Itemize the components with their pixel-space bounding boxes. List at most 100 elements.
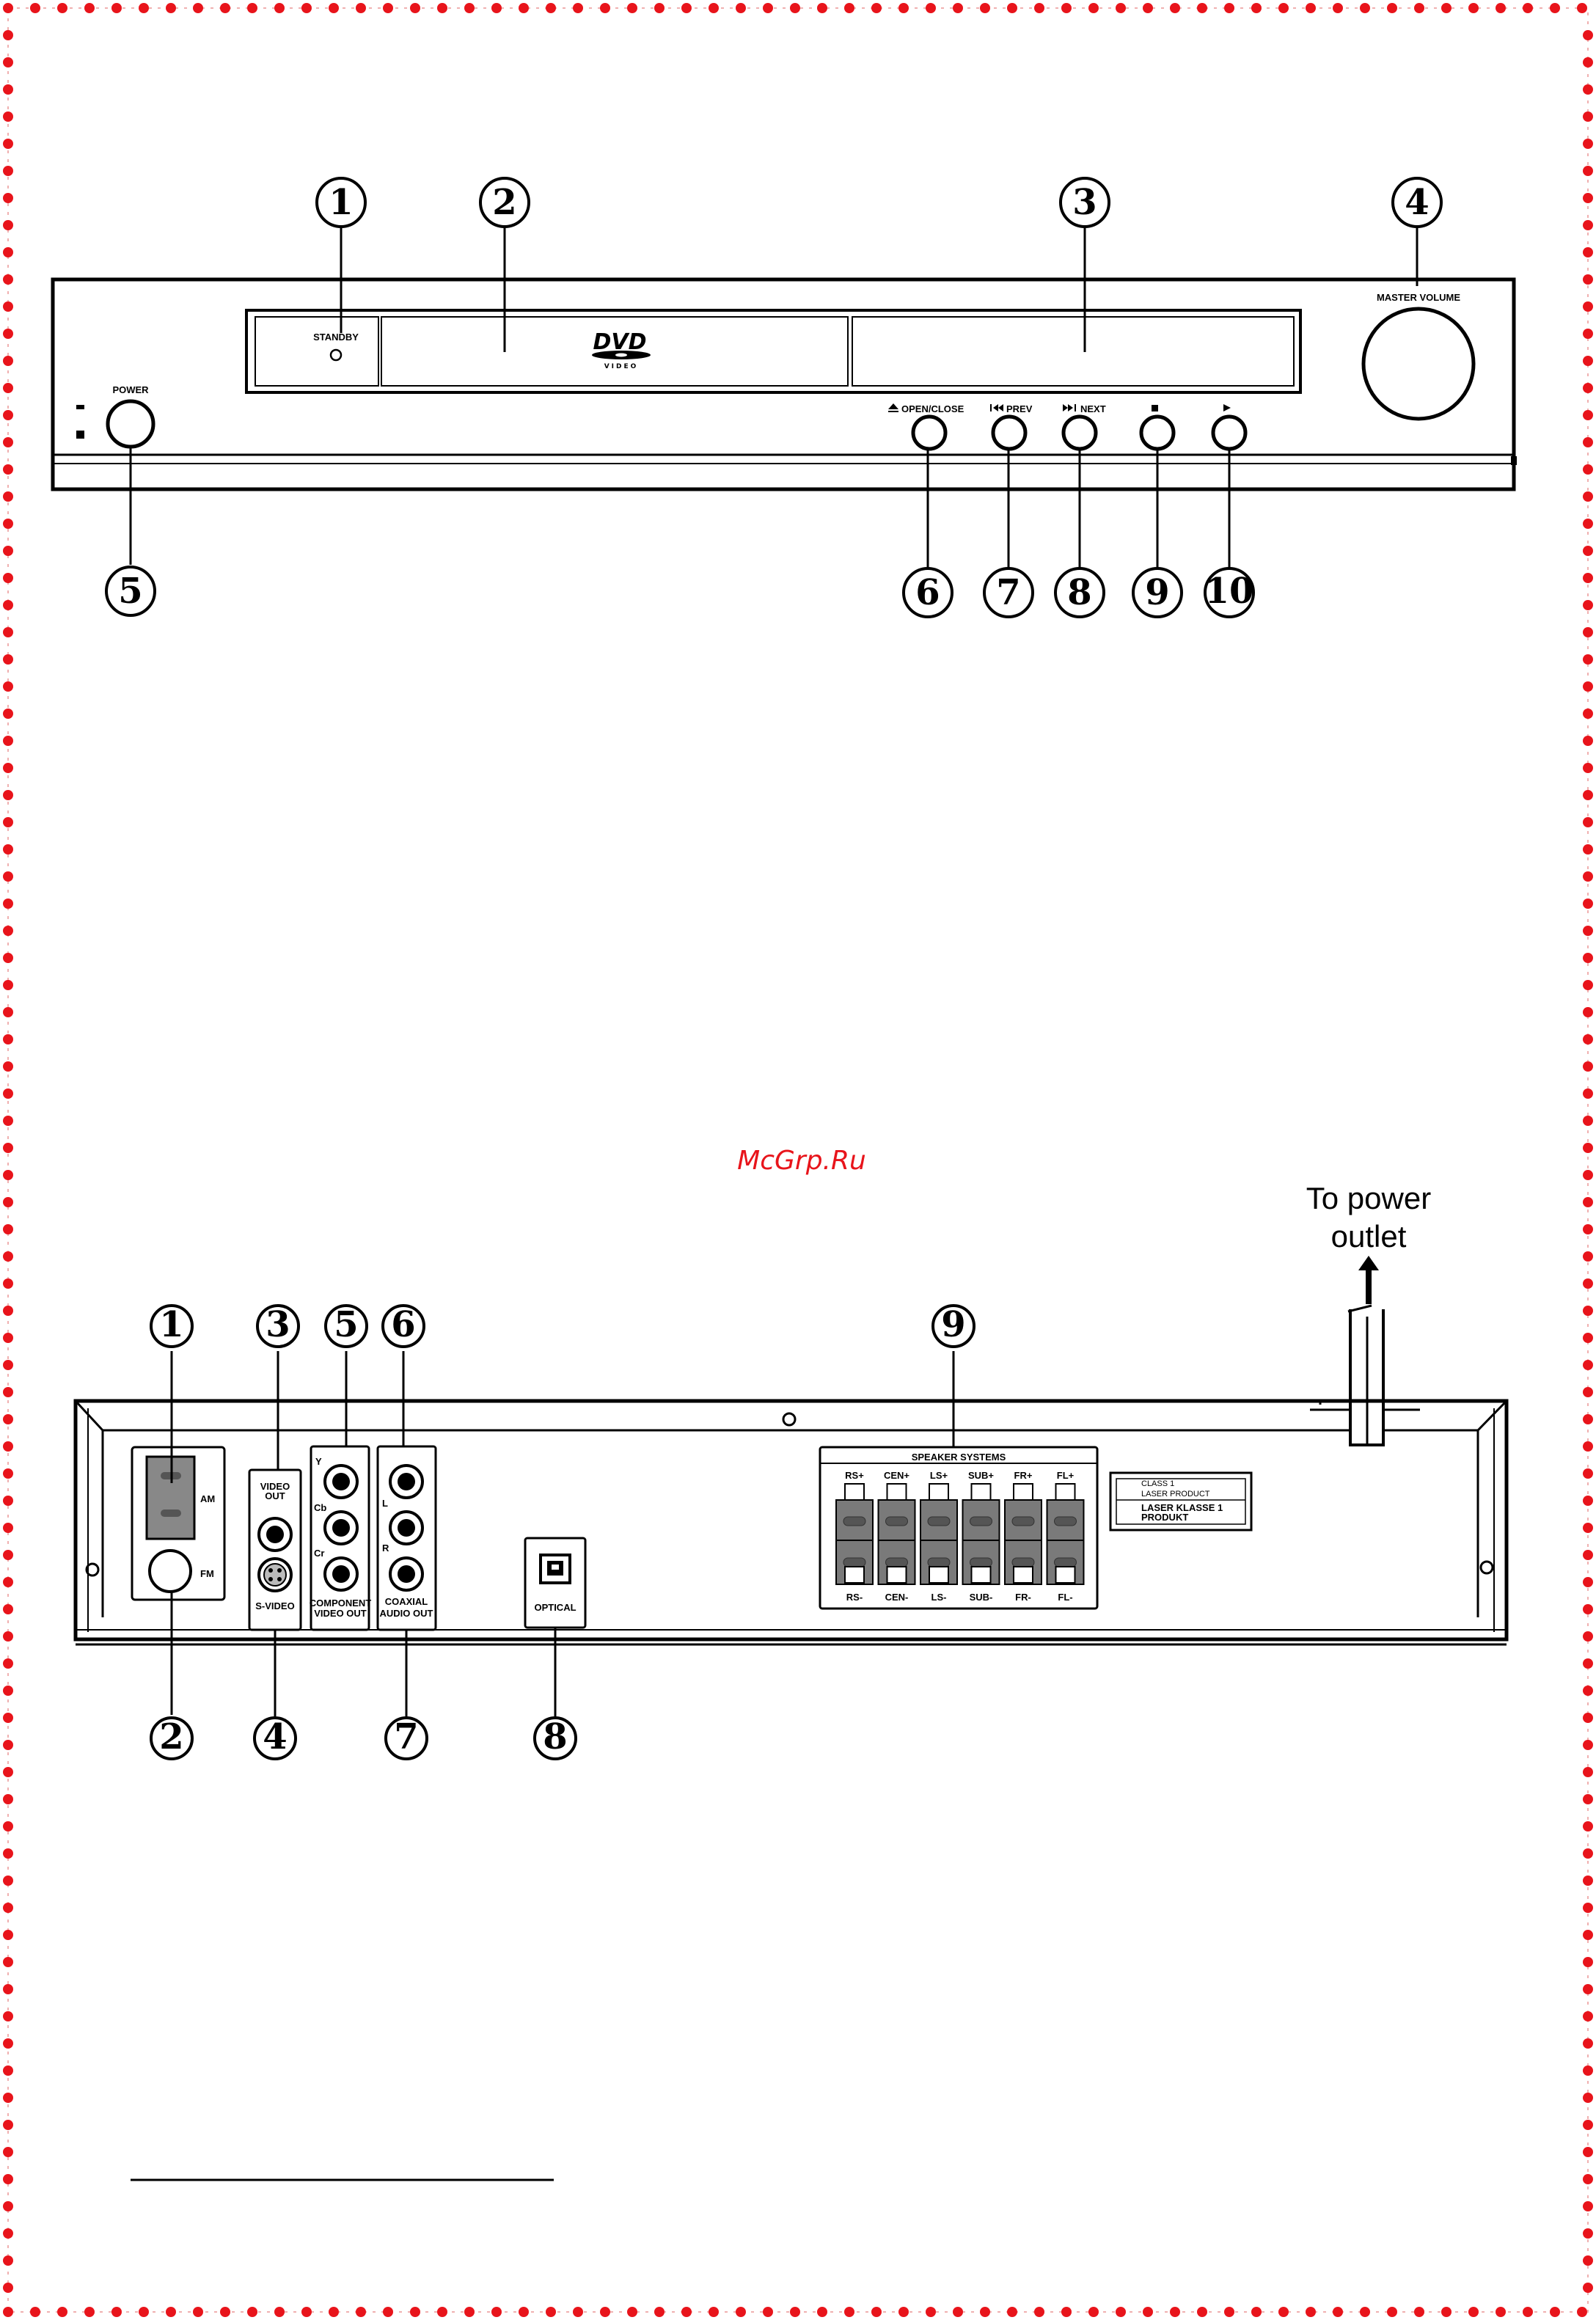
border-dot (1583, 247, 1593, 257)
border-dot (1583, 274, 1593, 285)
border-dot (790, 3, 800, 13)
svg-text:2: 2 (159, 1716, 183, 1757)
svg-text:7: 7 (996, 572, 1020, 613)
speaker-clip-minus[interactable] (929, 1566, 949, 1584)
border-dot (1251, 3, 1262, 13)
stop-button[interactable] (1139, 414, 1176, 451)
component-y-jack[interactable] (323, 1464, 359, 1499)
power-button[interactable] (106, 399, 155, 449)
border-dot (3, 1821, 13, 1832)
border-dot (3, 1794, 13, 1804)
border-dot (1583, 573, 1593, 583)
border-dot (3, 2201, 13, 2211)
coaxial-jack[interactable] (389, 1464, 424, 1499)
border-dot (3, 410, 13, 420)
open-close-button[interactable] (911, 414, 948, 451)
audio-r-label: R (382, 1543, 389, 1554)
front-callout-5: 5 (105, 566, 156, 617)
border-dot (3, 1278, 13, 1289)
speaker-clip-minus[interactable] (1055, 1566, 1076, 1584)
speaker-clip-minus[interactable] (1013, 1566, 1033, 1584)
border-dot (953, 3, 963, 13)
border-dot (1583, 1387, 1593, 1397)
border-dot (139, 3, 149, 13)
audio-l-jack[interactable] (389, 1510, 424, 1545)
svg-text:1: 1 (159, 1304, 183, 1345)
border-dot (3, 926, 13, 936)
border-dot (1583, 2201, 1593, 2211)
border-dot (3, 491, 13, 502)
next-button[interactable] (1061, 414, 1098, 451)
component-cr-jack[interactable] (323, 1556, 359, 1592)
power-off-indicator-icon (76, 431, 84, 439)
border-dot (1583, 111, 1593, 122)
front-callouts: 1 2 3 4 5 6 7 8 9 10 (105, 177, 1443, 618)
border-dot (57, 2307, 67, 2317)
speaker-clip-minus[interactable] (886, 1566, 907, 1584)
prev-button[interactable] (991, 414, 1028, 451)
border-dot (1523, 2307, 1533, 2317)
fm-antenna-jack[interactable] (148, 1549, 192, 1593)
svg-text:8: 8 (1067, 572, 1091, 613)
border-dot (3, 193, 13, 203)
border-dot (1577, 3, 1587, 13)
audio-r-jack[interactable] (389, 1556, 424, 1592)
border-dot (1583, 1631, 1593, 1642)
border-dot (1583, 1170, 1593, 1180)
border-dot (1583, 980, 1593, 990)
speaker-clip-plus[interactable] (970, 1483, 992, 1501)
speaker-terminal-minus-label: CEN- (885, 1592, 909, 1603)
border-dot (1583, 681, 1593, 692)
speaker-terminal-plus-label: RS+ (845, 1470, 864, 1481)
border-dot (1170, 2307, 1180, 2317)
border-dot (3, 139, 13, 149)
border-dot (356, 3, 366, 13)
border-dot (1583, 57, 1593, 67)
video-out-jack[interactable] (257, 1517, 293, 1552)
speaker-clip-plus[interactable] (886, 1483, 907, 1501)
speaker-terminal-plus-label: FR+ (1014, 1470, 1033, 1481)
speaker-clip-plus[interactable] (844, 1483, 865, 1501)
border-dot (3, 166, 13, 176)
border-dot (1414, 2307, 1424, 2317)
border-dot (1116, 3, 1126, 13)
speaker-clip-minus[interactable] (970, 1566, 992, 1584)
border-dot (3, 790, 13, 800)
border-dot (3, 1170, 13, 1180)
standby-led (329, 348, 343, 362)
svg-text:5: 5 (334, 1304, 358, 1345)
s-video-jack[interactable] (257, 1557, 293, 1592)
svg-text:10: 10 (1205, 571, 1254, 612)
optical-jack[interactable] (539, 1554, 571, 1584)
border-dot (871, 2307, 882, 2317)
border-dot (980, 3, 990, 13)
border-dot (3, 1577, 13, 1587)
disc-tray (381, 316, 849, 387)
master-volume-knob[interactable] (1361, 307, 1476, 421)
border-dot (736, 2307, 746, 2317)
border-dot (709, 3, 719, 13)
play-icon (1223, 404, 1231, 411)
front-callout-8: 8 (1054, 567, 1105, 618)
play-button[interactable] (1211, 414, 1248, 451)
border-dot (1583, 301, 1593, 312)
border-dot (3, 3, 13, 13)
border-dot (1360, 2307, 1370, 2317)
border-dot (356, 2307, 366, 2317)
border-dot (1550, 3, 1560, 13)
border-dot (3, 1550, 13, 1560)
speaker-terminal-minus-label: SUB- (970, 1592, 993, 1603)
border-dot (546, 3, 556, 13)
speaker-clip-plus[interactable] (929, 1483, 949, 1501)
border-dot (953, 2307, 963, 2317)
border-dot (437, 3, 447, 13)
speaker-clip-plus[interactable] (1013, 1483, 1033, 1501)
eject-icon (888, 403, 898, 412)
component-cb-jack[interactable] (323, 1510, 359, 1545)
speaker-clip-minus[interactable] (844, 1566, 865, 1584)
border-dot (3, 899, 13, 909)
border-dot (1143, 3, 1153, 13)
front-callout-10: 10 (1204, 567, 1255, 618)
rear-chassis (73, 1399, 1509, 1642)
speaker-clip-plus[interactable] (1055, 1483, 1076, 1501)
